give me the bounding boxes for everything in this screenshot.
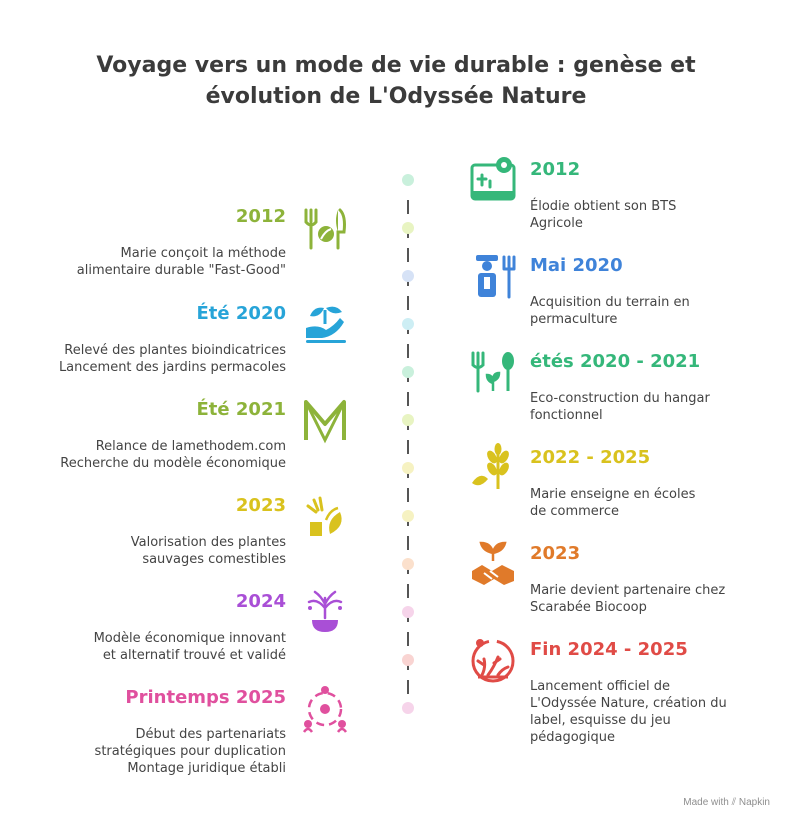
event-description: Élodie obtient son BTS Agricole bbox=[530, 199, 677, 231]
right-event-2012: 2012 Élodie obtient son BTS Agricole bbox=[530, 158, 770, 232]
timeline-dot bbox=[402, 558, 414, 570]
event-date: Mai 2020 bbox=[530, 255, 623, 276]
left-event-printemps-2025: Printemps 2025 Début des partenariats st… bbox=[16, 686, 286, 777]
made-with-label: Made with bbox=[683, 797, 729, 808]
right-event-2023: 2023 Marie devient partenaire chez Scara… bbox=[530, 542, 770, 616]
napkin-logo-icon: ⫽ bbox=[731, 797, 737, 808]
utensils-plant-icon bbox=[468, 347, 518, 397]
partners-network-icon bbox=[300, 684, 350, 734]
timeline-dot bbox=[402, 174, 414, 186]
left-event-2024: 2024 Modèle économique innovant et alter… bbox=[16, 590, 286, 664]
event-description: Marie enseigne en écoles de commerce bbox=[530, 487, 696, 519]
m-logo-icon bbox=[300, 396, 350, 446]
fountain-bowl-icon bbox=[300, 588, 350, 638]
page-title: Voyage vers un mode de vie durable : gen… bbox=[96, 53, 696, 109]
event-date: 2012 bbox=[530, 159, 581, 180]
handshake-sprout-icon bbox=[468, 539, 518, 589]
event-description: Relevé des plantes bioindicatrices Lance… bbox=[58, 343, 286, 375]
timeline-dot bbox=[402, 366, 414, 378]
event-date: Été 2021 bbox=[196, 399, 286, 420]
left-event-ete-2021: Été 2021 Relance de lamethodem.com Reche… bbox=[16, 398, 286, 472]
timeline-dot bbox=[402, 654, 414, 666]
event-description: Relance de lamethodem.com Recherche du m… bbox=[60, 439, 286, 471]
left-event-ete-2020: Été 2020 Relevé des plantes bioindicatri… bbox=[16, 302, 286, 376]
diploma-map-icon bbox=[468, 155, 518, 205]
fork-knife-leaf-icon bbox=[300, 204, 350, 254]
wheat-icon bbox=[468, 443, 518, 493]
right-event-2022-2025: 2022 - 2025 Marie enseigne en écoles de … bbox=[530, 446, 770, 520]
event-date: 2023 bbox=[530, 543, 581, 564]
event-date: 2022 - 2025 bbox=[530, 447, 651, 468]
event-description: Eco-construction du hangar fonctionnel bbox=[530, 391, 710, 423]
timeline-dot bbox=[402, 414, 414, 426]
timeline-dot bbox=[402, 318, 414, 330]
event-date: 2024 bbox=[235, 591, 286, 612]
right-event-fin-2024-2025: Fin 2024 - 2025 Lancement officiel de L'… bbox=[530, 638, 770, 746]
event-description: Début des partenariats stratégiques pour… bbox=[94, 727, 286, 776]
event-description: Lancement officiel de L'Odyssée Nature, … bbox=[530, 679, 727, 745]
timeline-dot bbox=[402, 222, 414, 234]
timeline-dot bbox=[402, 702, 414, 714]
event-description: Modèle économique innovant et alternatif… bbox=[93, 631, 286, 663]
left-event-2023: 2023 Valorisation des plantes sauvages c… bbox=[16, 494, 286, 568]
left-event-2012: 2012 Marie conçoit la méthode alimentair… bbox=[16, 205, 286, 279]
event-description: Valorisation des plantes sauvages comest… bbox=[130, 535, 286, 567]
napkin-attribution: Made with ⫽ Napkin bbox=[683, 797, 770, 808]
event-date: Fin 2024 - 2025 bbox=[530, 639, 688, 660]
coral-circle-icon bbox=[468, 635, 518, 685]
farmer-pitchfork-icon bbox=[468, 251, 518, 301]
brand-label: Napkin bbox=[738, 797, 770, 808]
event-date: Printemps 2025 bbox=[125, 687, 286, 708]
event-date: 2012 bbox=[235, 206, 286, 227]
right-event-etes-2020-2021: étés 2020 - 2021 Eco-construction du han… bbox=[530, 350, 770, 424]
timeline-dot bbox=[402, 462, 414, 474]
event-description: Marie conçoit la méthode alimentaire dur… bbox=[76, 246, 286, 278]
wild-plants-icon bbox=[300, 492, 350, 542]
event-date: étés 2020 - 2021 bbox=[530, 351, 701, 372]
right-event-mai-2020: Mai 2020 Acquisition du terrain en perma… bbox=[530, 254, 770, 328]
event-date: 2023 bbox=[235, 495, 286, 516]
event-description: Marie devient partenaire chez Scarabée B… bbox=[530, 583, 726, 615]
event-description: Acquisition du terrain en permaculture bbox=[530, 295, 690, 327]
timeline-dot bbox=[402, 510, 414, 522]
hand-sprout-icon bbox=[300, 300, 350, 350]
timeline-dot bbox=[402, 270, 414, 282]
timeline-dot bbox=[402, 606, 414, 618]
event-date: Été 2020 bbox=[196, 303, 286, 324]
